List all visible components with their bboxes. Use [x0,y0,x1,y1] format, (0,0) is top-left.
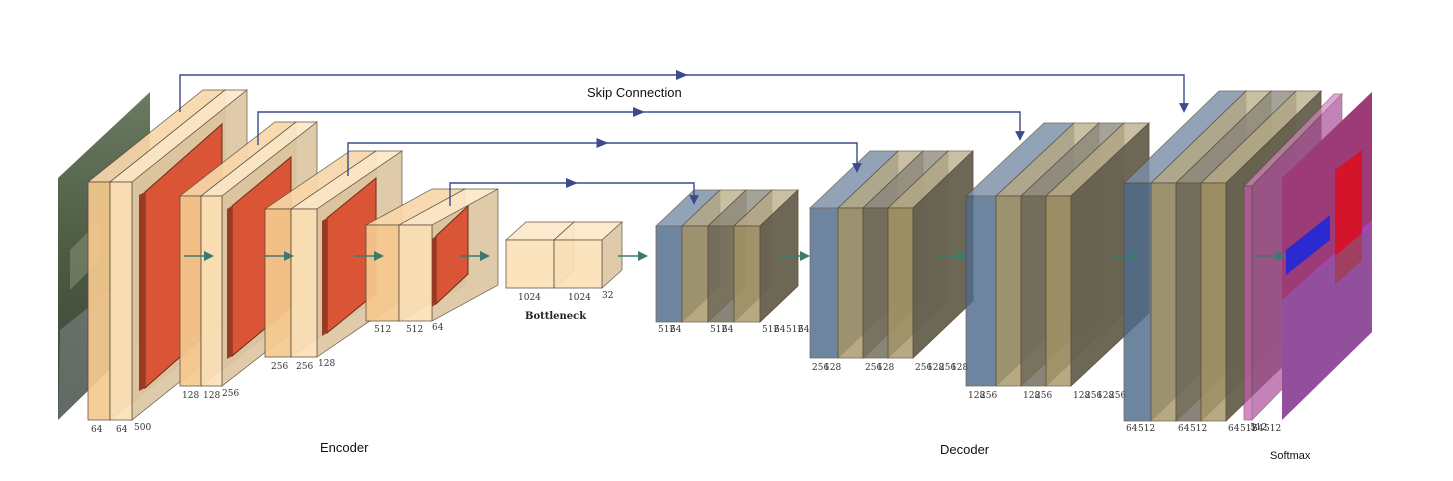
dim-enc1-c: 500 [134,423,151,433]
dim-dec4-6: 512 [1240,424,1257,434]
skip-arrow-4 [449,178,699,206]
flow-arrow-9 [1256,251,1286,261]
dim-enc3-c: 128 [318,359,335,369]
dim-bneck-c: 32 [602,291,613,301]
flow-arrow-4 [460,251,490,261]
flow-arrow-5 [618,251,648,261]
flow-arrow-1 [184,251,214,261]
dim-dec3-1: 128 [968,391,985,401]
encoder-pool-4 [432,204,469,307]
dim-dec1-4: 64 [722,325,734,335]
dim-dec3-5: 128 [1073,391,1090,401]
bottleneck-label: Bottleneck [525,311,587,322]
dim-enc2-a: 128 [182,391,199,401]
flow-arrow-7 [938,251,968,261]
dim-enc3-b: 256 [296,362,313,372]
dim-enc1-a: 64 [91,425,103,435]
dim-dec3-8: 256 [1109,391,1126,401]
dim-dec4-7: 64 [1252,424,1264,434]
dim-dec4-3: 64 [1178,424,1190,434]
dim-out-1: 512 [1250,423,1267,433]
softmax-label: Softmax [1270,450,1311,462]
dim-dec2-3: 256 [865,363,882,373]
dim-dec2-1: 256 [812,363,829,373]
dim-dec2-5: 256 [915,363,932,373]
output-segmentation-image [1282,92,1372,420]
dim-dec2-6: 128 [927,363,944,373]
flow-arrow-6 [780,251,810,261]
dim-dec1-3: 512 [710,325,727,335]
decoder-label: Decoder [940,442,990,457]
flow-arrow-2 [264,251,294,261]
dim-dec1-8: 64 [798,325,810,335]
dim-dec4-5: 64 [1228,424,1240,434]
dim-dec1-2: 64 [670,325,682,335]
dim-enc3-a: 256 [271,362,288,372]
skip-arrow-2 [257,107,1025,145]
dim-enc4-c: 64 [432,323,444,333]
dec2-layer-5 [912,150,974,359]
dim-enc2-c: 256 [222,389,239,399]
dim-dec2-4: 128 [877,363,894,373]
flow-arrow-8 [1110,251,1140,261]
bottleneck-conv-b [553,221,623,289]
dim-bneck-a: 1024 [518,293,541,303]
dim-dec4-4: 512 [1190,424,1207,434]
dim-dec3-7: 128 [1097,391,1114,401]
dim-enc2-b: 128 [203,391,220,401]
dim-bneck-b: 1024 [568,293,591,303]
dim-dec4-2: 512 [1138,424,1155,434]
flow-arrow-3 [354,251,384,261]
dim-dec3-2: 256 [980,391,997,401]
dim-dec4-8: 512 [1264,424,1281,434]
encoder-label: Encoder [320,440,369,455]
dim-dec3-4: 256 [1035,391,1052,401]
dec1-layer-5 [759,189,799,323]
dim-dec2-7: 256 [939,363,956,373]
dim-enc1-b: 64 [116,425,128,435]
dim-dec1-6: 64 [774,325,786,335]
skip-arrow-1 [179,70,1189,113]
skip-arrow-3 [347,138,862,176]
dim-dec1-7: 512 [786,325,803,335]
dim-dec2-2: 128 [824,363,841,373]
dim-dec1-1: 512 [658,325,675,335]
dim-enc4-a: 512 [374,325,391,335]
dim-dec1-5: 512 [762,325,779,335]
dim-dec3-6: 256 [1085,391,1102,401]
dim-dec3-3: 128 [1023,391,1040,401]
dim-dec4-1: 64 [1126,424,1138,434]
dim-dec2-8: 128 [951,363,968,373]
dim-enc4-b: 512 [406,325,423,335]
skip-connection-label: Skip Connection [587,85,682,100]
